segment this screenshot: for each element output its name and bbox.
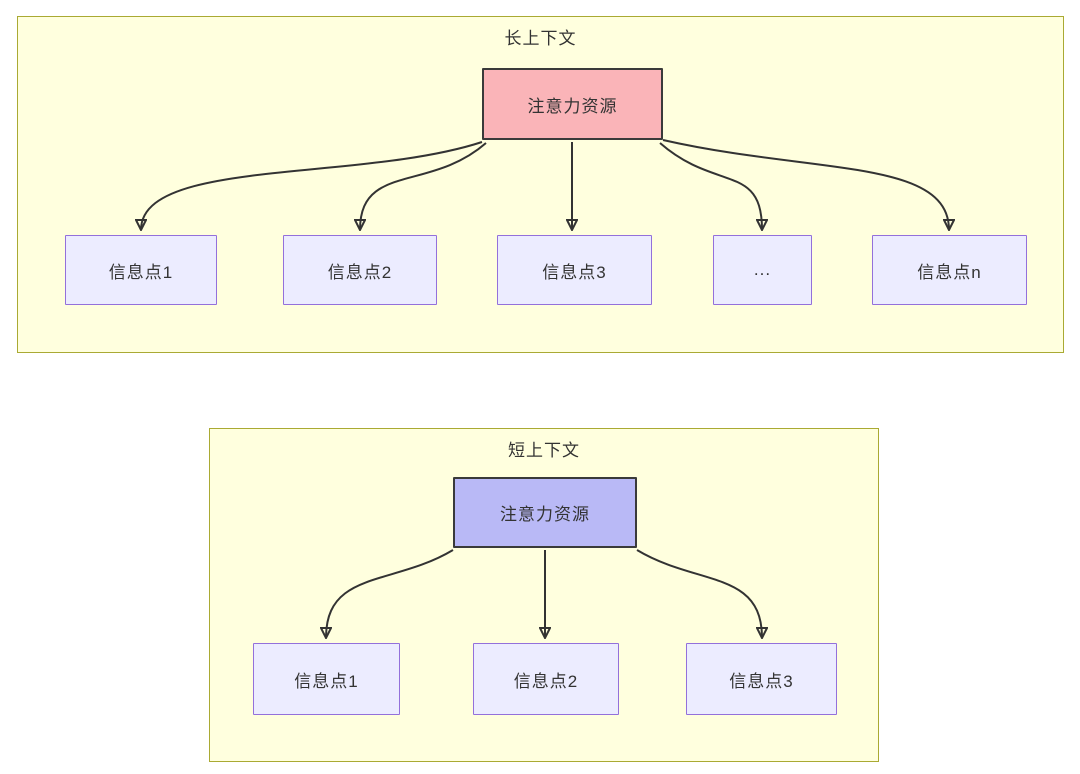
node-long-info-n: 信息点n (872, 235, 1027, 305)
node-attention-long: 注意力资源 (482, 68, 663, 140)
node-long-info-2: 信息点2 (283, 235, 437, 305)
node-attention-short: 注意力资源 (453, 477, 637, 548)
node-long-info-ellipsis: ... (713, 235, 812, 305)
cluster-long-context-title: 长上下文 (504, 29, 577, 48)
node-short-info-1: 信息点1 (253, 643, 400, 715)
node-short-info-2: 信息点2 (473, 643, 619, 715)
node-long-info-3: 信息点3 (497, 235, 652, 305)
node-short-info-3: 信息点3 (686, 643, 837, 715)
cluster-short-context-title: 短上下文 (508, 441, 580, 460)
node-long-info-1: 信息点1 (65, 235, 217, 305)
